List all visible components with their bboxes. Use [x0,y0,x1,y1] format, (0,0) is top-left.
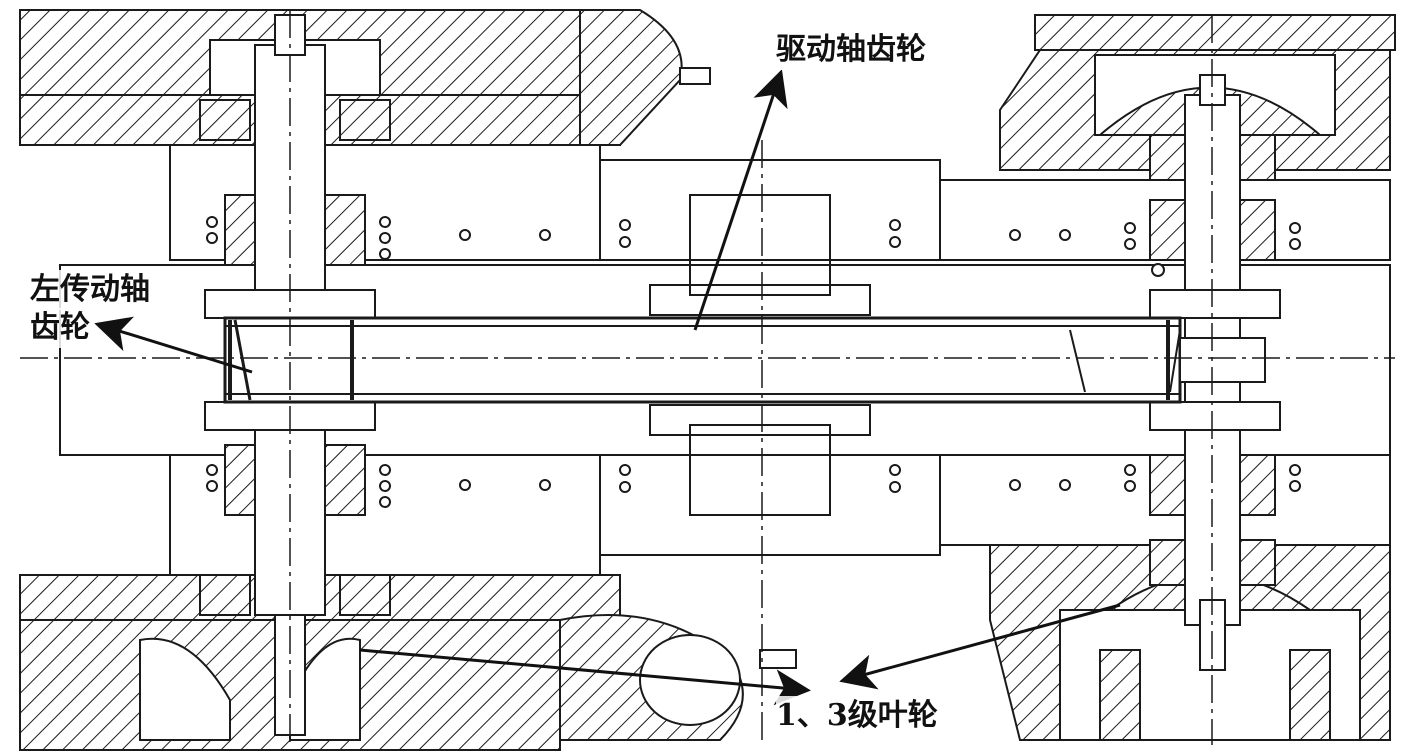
impeller-leader-right [839,603,1121,690]
drive-shaft-gear-label: 驱动轴齿轮 [776,30,926,70]
lower-left-casing [19,574,797,751]
bolt-holes [206,216,1301,508]
impeller-leader-left [359,648,811,706]
center-lines [20,10,1395,745]
left-gear-leader [94,316,253,374]
left-transmission-gear-label-line2: 齿轮 [30,308,90,348]
leader-arrows [94,69,1121,706]
impeller-stage-label: 1、3级叶轮 [776,696,938,736]
drive-shaft-gear-band [223,316,1266,404]
drive-gear-leader [693,69,788,331]
left-transmission-gear-label-line1: 左传动轴 [30,270,150,310]
bearing-blocks [199,99,1276,616]
